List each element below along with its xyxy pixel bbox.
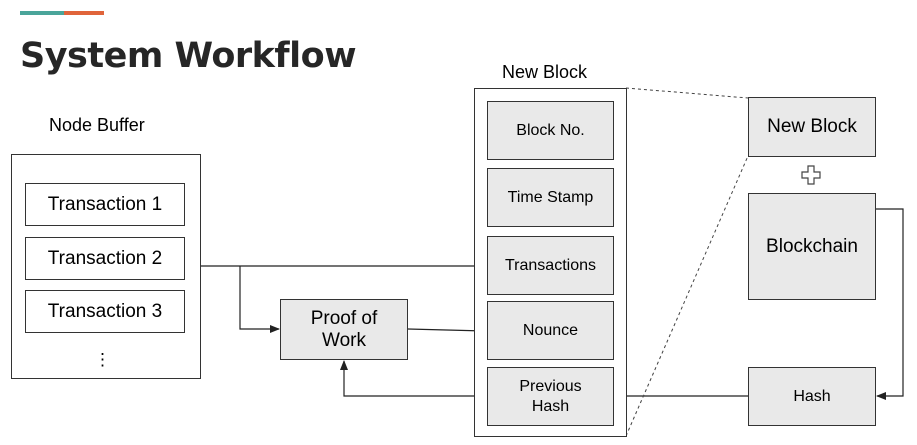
field-previous-hash: Previous Hash (487, 367, 614, 426)
transaction-3: Transaction 3 (25, 290, 185, 333)
ellipsis-icon: ⋮ (94, 350, 111, 369)
plus-icon (801, 165, 821, 185)
hash-box: Hash (748, 367, 876, 426)
accent-bar-teal (20, 11, 64, 15)
new-block-box: New Block (748, 97, 876, 157)
field-block-no: Block No. (487, 101, 614, 160)
proof-of-work: Proof of Work (280, 299, 408, 360)
node-buffer-label: Node Buffer (49, 115, 145, 135)
accent-bar-orange (64, 11, 104, 15)
field-transactions: Transactions (487, 236, 614, 295)
field-nounce: Nounce (487, 301, 614, 360)
dashed-zoom-bottom (625, 155, 749, 437)
arrow-prevhash-to-pow (340, 360, 487, 397)
field-time-stamp: Time Stamp (487, 168, 614, 227)
new-block-label: New Block (502, 62, 588, 82)
dashed-zoom-top (625, 87, 749, 99)
page-title: System Workflow (20, 36, 357, 76)
arrow-blockchain-to-hash (876, 208, 904, 400)
arrow-pow-to-nounce (407, 326, 486, 335)
transaction-1: Transaction 1 (25, 183, 185, 226)
blockchain-box: Blockchain (748, 193, 876, 300)
arrow-tx2-to-pow (239, 266, 280, 333)
transaction-2: Transaction 2 (25, 237, 185, 280)
